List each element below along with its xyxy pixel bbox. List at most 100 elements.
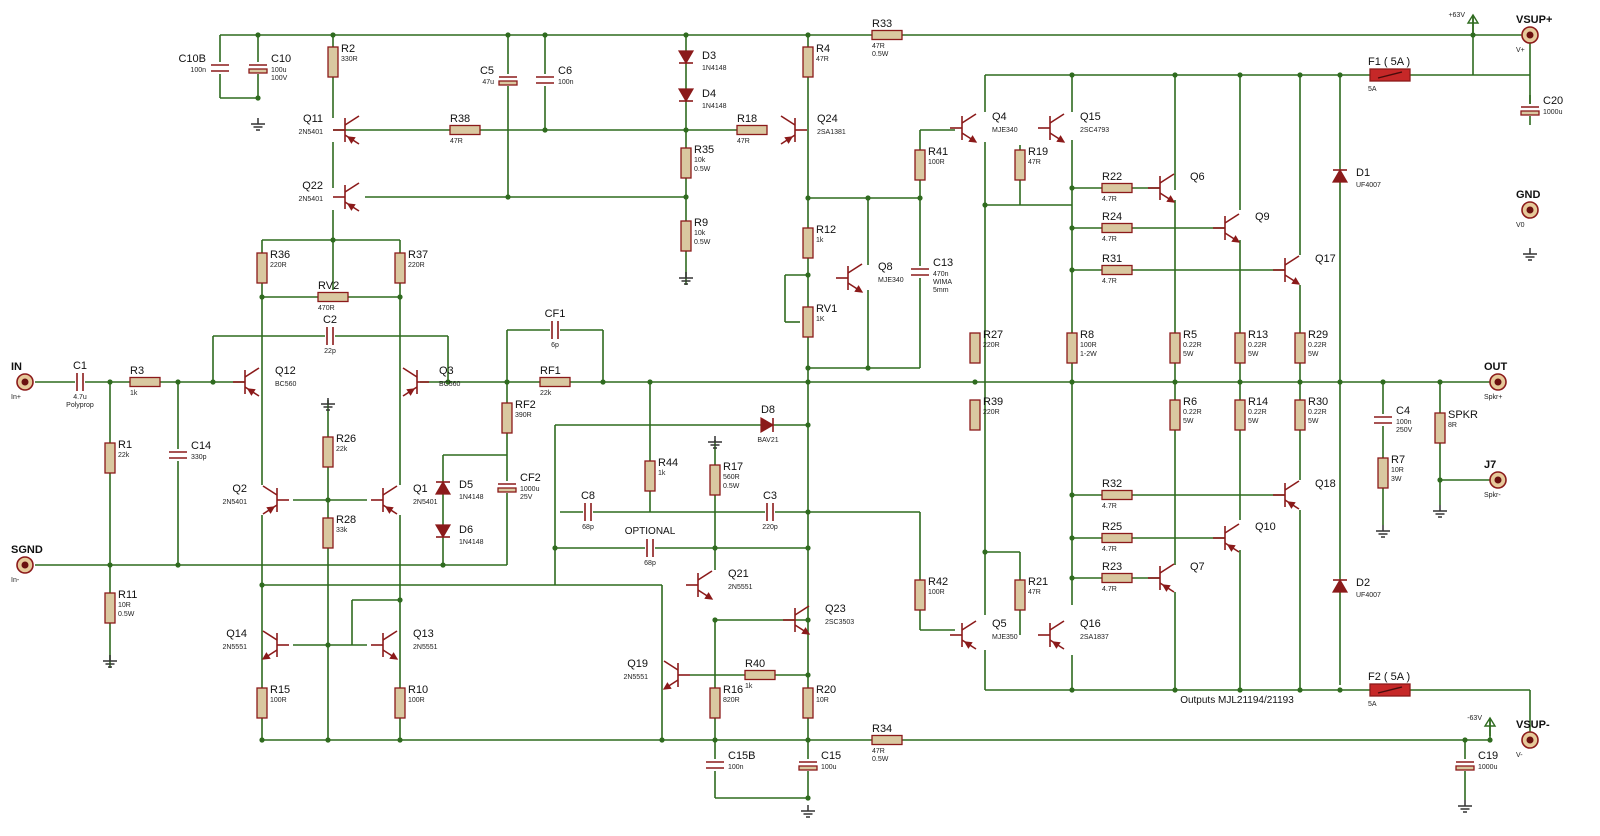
resistor-value: 4.7R	[1102, 236, 1117, 243]
resistor-rating: 0.5W	[872, 756, 889, 763]
capacitor-value: 1000u	[1543, 109, 1563, 116]
capacitor-rating: WIMA	[933, 279, 952, 286]
transistor-part: 2N5551	[623, 674, 648, 681]
resistor-value: 22k	[118, 452, 130, 459]
junction-dot	[1437, 477, 1443, 483]
resistor-value: 22k	[336, 446, 348, 453]
fuse-rating: 5A	[1368, 701, 1377, 708]
transistor-arrow	[1291, 277, 1301, 285]
junction-dot	[1069, 492, 1075, 498]
capacitor-value: 100u	[821, 764, 837, 771]
capacitor-rating: 100V	[271, 75, 288, 82]
resistor-ref: R5	[1183, 329, 1197, 341]
resistor-ref: R20	[816, 684, 836, 696]
resistor-ref: R26	[336, 433, 356, 445]
resistor-body	[1014, 149, 1026, 181]
diode-ref: D5	[459, 479, 473, 491]
junction-dot	[175, 562, 181, 568]
resistor-value: 560R	[723, 474, 740, 481]
terminal-pin	[1526, 736, 1534, 744]
transistor-lead	[1049, 620, 1065, 631]
terminal-label: OUT	[1484, 361, 1508, 373]
junction-dot	[712, 617, 718, 623]
resistor-ref: R28	[336, 514, 356, 526]
transistor-lead	[1049, 113, 1065, 124]
rail-label: -63V	[1467, 715, 1482, 722]
transistor-lead	[382, 485, 398, 496]
resistor-value: 1K	[816, 316, 825, 323]
junction-dot	[325, 497, 331, 503]
transistor-q9: Q9	[1213, 211, 1270, 243]
diode-ref: D8	[761, 404, 775, 416]
transistor-lead	[1284, 255, 1300, 266]
resistor-body	[914, 579, 926, 611]
resistor-value: 0.22R	[1183, 409, 1202, 416]
diode-value: 1N4148	[702, 103, 727, 110]
resistor-value: 4.7R	[1102, 278, 1117, 285]
resistor-ref: R14	[1248, 396, 1268, 408]
diode-value: 1N4148	[459, 494, 484, 501]
wire-layer	[35, 15, 1531, 801]
capacitor-gap	[765, 503, 775, 521]
diode-ref: D3	[702, 50, 716, 62]
transistor-arrow	[801, 627, 811, 635]
rail-arrow	[1466, 13, 1480, 24]
junction-dot	[600, 379, 606, 385]
capacitor-rating: 25V	[520, 494, 533, 501]
resistor-ref: RF2	[515, 399, 536, 411]
junction-dot	[1437, 379, 1443, 385]
resistor-body	[1101, 182, 1133, 194]
terminal-sublabel: V0	[1516, 222, 1525, 229]
capacitor-ref: C14	[191, 440, 211, 452]
transistor-lead	[1159, 173, 1175, 184]
junction-dot	[1337, 72, 1343, 78]
ground-symbol	[103, 655, 117, 668]
transistor-ref: Q21	[728, 568, 749, 580]
capacitor-ref: C19	[1478, 750, 1498, 762]
resistor-ref: R29	[1308, 329, 1328, 341]
transistor-ref: Q11	[303, 113, 323, 125]
transistor-part: MJE340	[878, 277, 904, 284]
resistor-ref: R36	[270, 249, 290, 261]
transistor-part: 2SC3503	[825, 619, 854, 626]
junction-dot	[325, 642, 331, 648]
resistor-body	[322, 436, 334, 468]
terminal-label: GND	[1516, 189, 1541, 201]
diode-body	[677, 50, 695, 65]
resistor-ref: R37	[408, 249, 428, 261]
resistor-ref: R33	[872, 18, 892, 30]
junction-dot	[805, 32, 811, 38]
junction-dot	[259, 294, 265, 300]
junction-dot	[107, 379, 113, 385]
junction-dot	[330, 237, 336, 243]
capacitor-ref: C15	[821, 750, 841, 762]
transistor-arrow	[346, 136, 356, 144]
resistor-body	[680, 220, 692, 252]
transistor-ref: Q12	[275, 365, 296, 377]
transistor-ref: Q24	[817, 113, 838, 125]
ground-symbol	[251, 118, 265, 131]
resistor-value: 47R	[1028, 589, 1041, 596]
resistor-value: 10R	[1391, 467, 1404, 474]
capacitor-rating: 5mm	[933, 287, 949, 294]
terminal-sublabel: Spkr+	[1484, 394, 1502, 401]
